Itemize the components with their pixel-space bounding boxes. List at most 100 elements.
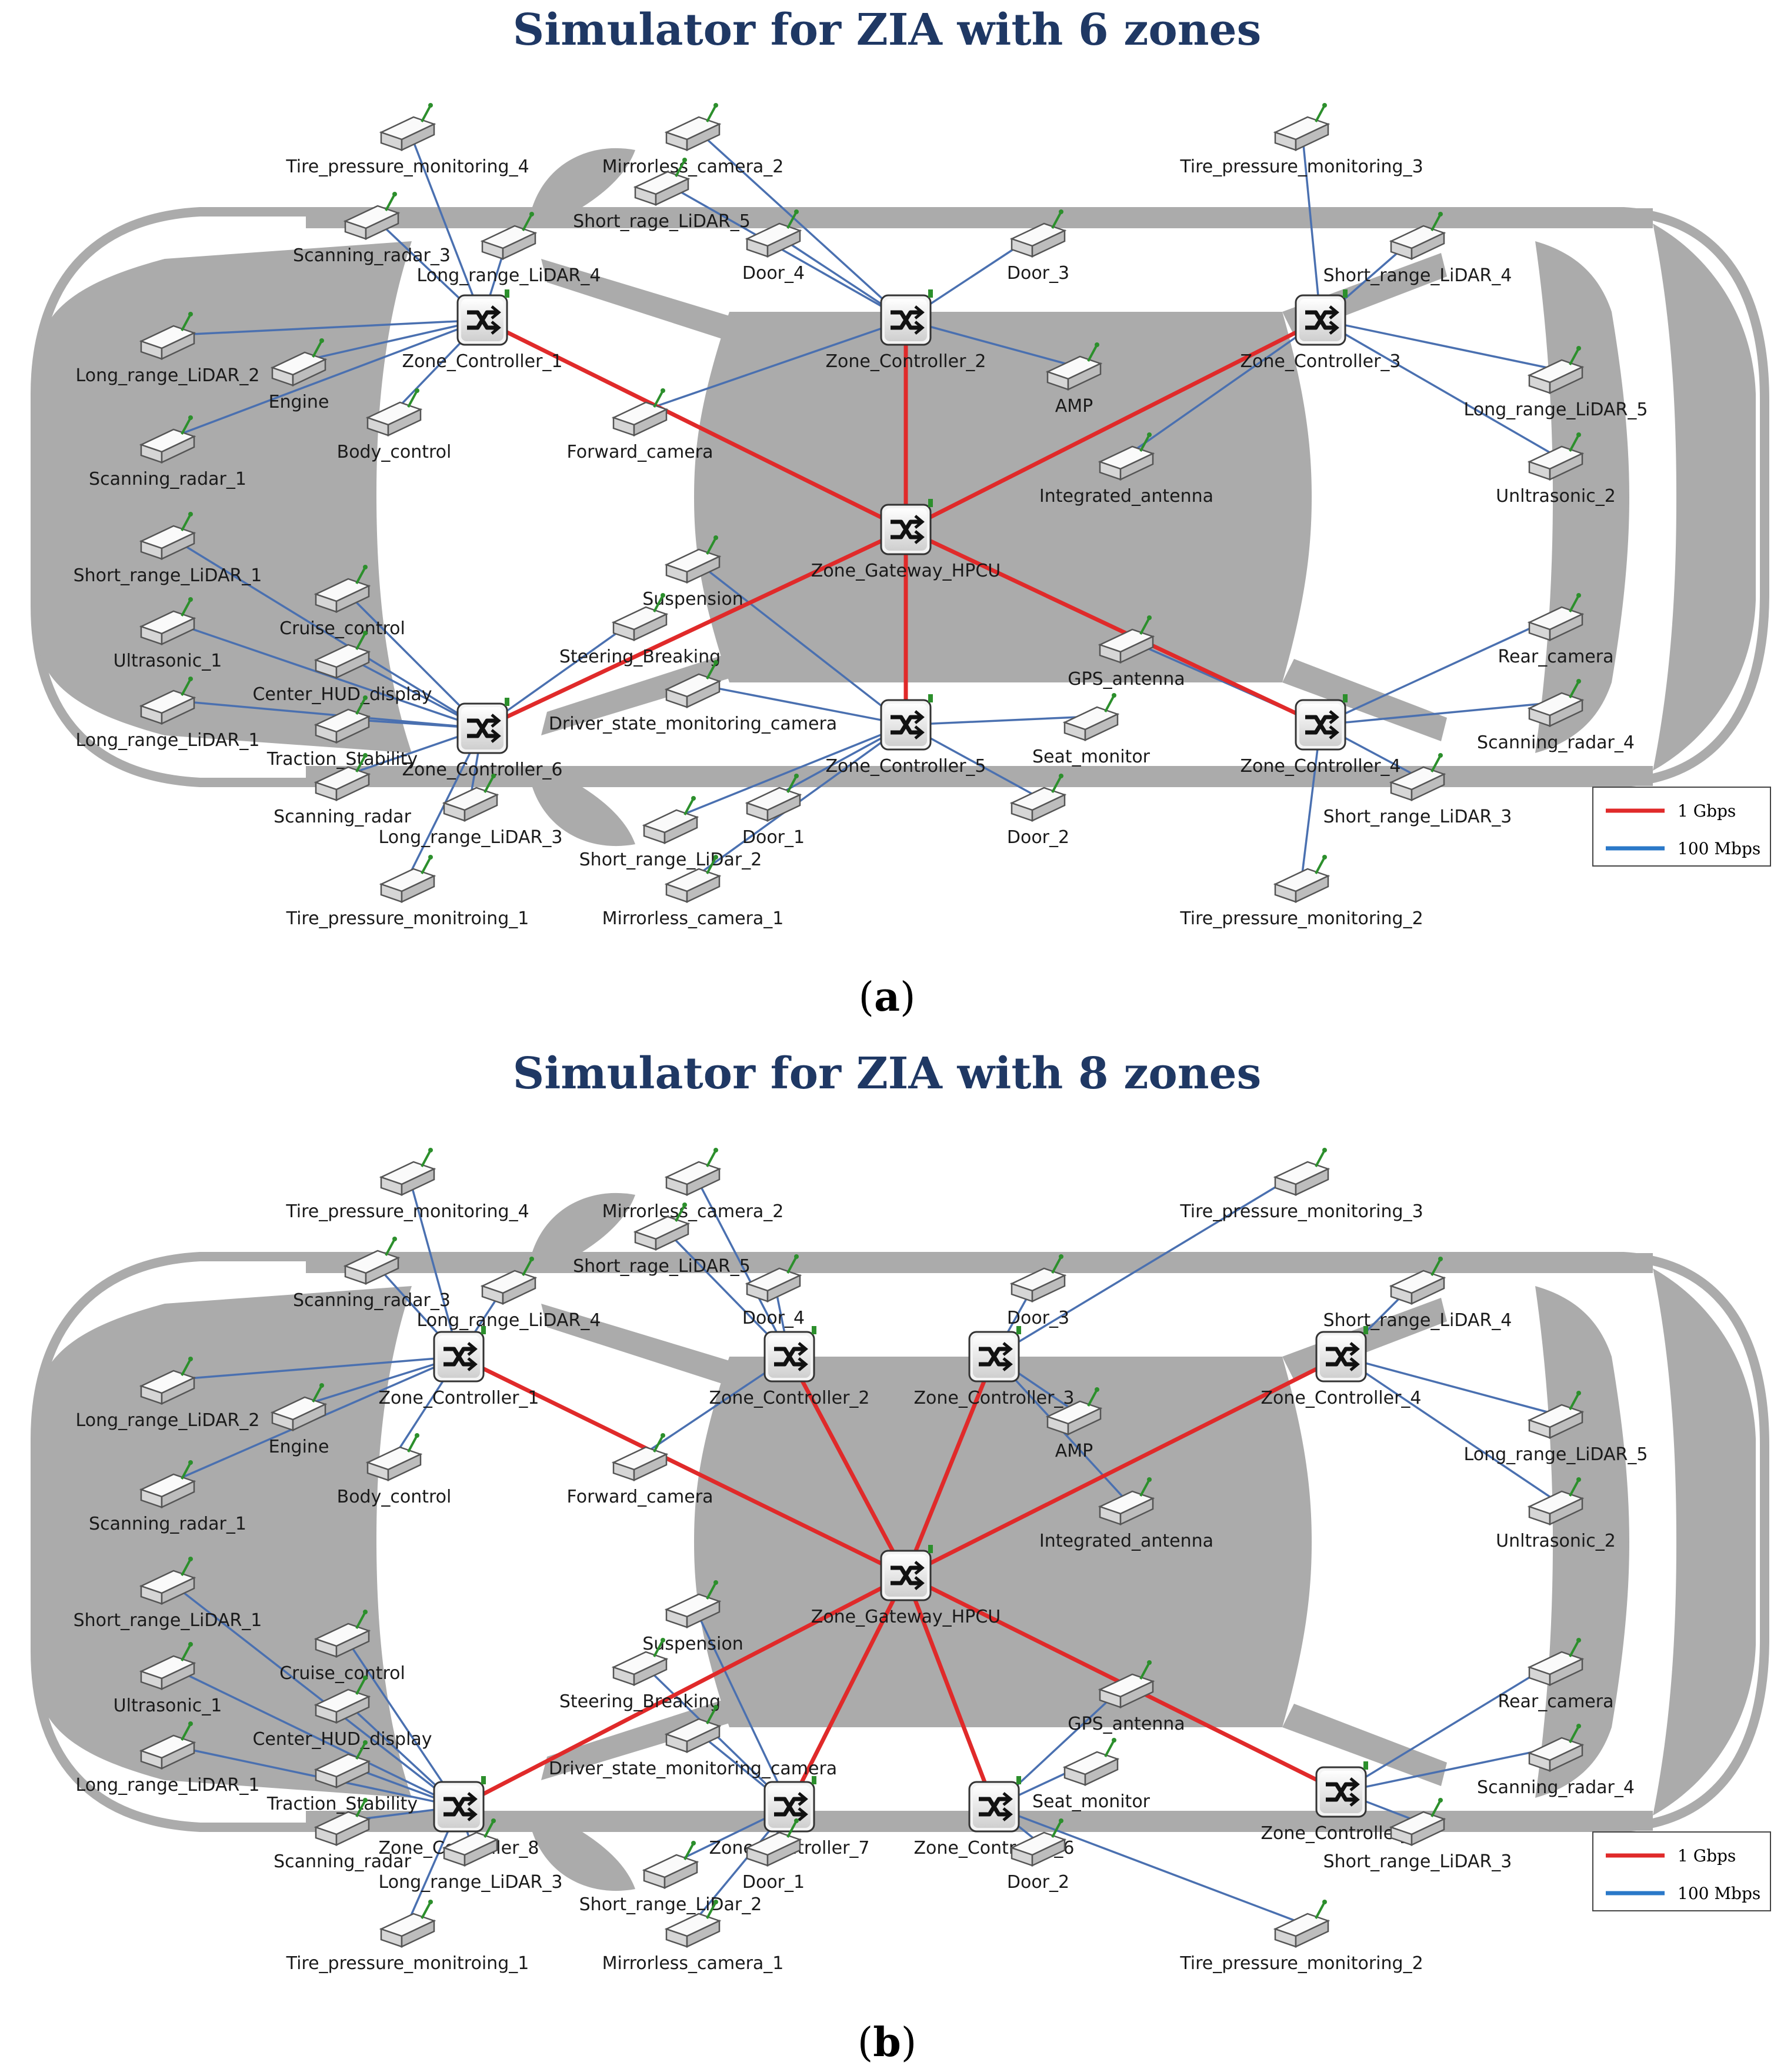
device-node-sr[interactable]: Scanning_radar — [274, 1798, 412, 1872]
device-node-tpm4[interactable]: Tire_pressure_monitoring_4 — [285, 103, 529, 177]
device-node-d1[interactable]: Door_1 — [742, 1818, 805, 1893]
device-node-sr1[interactable]: Scanning_radar_1 — [89, 415, 246, 489]
device-node-lrl5[interactable]: Long_range_LiDAR_5 — [1464, 346, 1648, 420]
device-node-cc[interactable]: Cruise_control — [279, 565, 405, 639]
switch-node-zc4[interactable]: Zone_Controller_4 — [1261, 1326, 1422, 1408]
node-label: Zone_Gateway_HPCU — [811, 561, 1001, 581]
device-node-susp[interactable]: Suspension — [642, 1580, 743, 1654]
switch-node-zc3[interactable]: Zone_Controller_3 — [1240, 289, 1401, 372]
device-node-lrl1[interactable]: Long_range_LiDAR_1 — [76, 1721, 260, 1795]
device-node-lrl4[interactable]: Long_range_LiDAR_4 — [417, 1257, 601, 1331]
device-node-mc2[interactable]: Mirrorless_camera_2 — [602, 103, 784, 177]
device-node-lrl2[interactable]: Long_range_LiDAR_2 — [76, 1357, 260, 1431]
switch-node-zc5[interactable]: Zone_Controller_5 — [825, 694, 986, 777]
device-node-gps[interactable]: GPS_antenna — [1068, 1660, 1185, 1734]
switch-node-zc8[interactable]: Zone_Controller_8 — [378, 1776, 539, 1858]
device-node-gps[interactable]: GPS_antenna — [1068, 615, 1185, 689]
device-node-d4[interactable]: Door_4 — [742, 1254, 805, 1328]
device-node-ts[interactable]: Traction_Stability — [266, 1740, 418, 1814]
device-node-sr4[interactable]: Scanning_radar_4 — [1477, 1724, 1635, 1798]
device-node-fc[interactable]: Forward_camera — [567, 388, 713, 462]
device-node-tpm3[interactable]: Tire_pressure_monitoring_3 — [1179, 1148, 1423, 1222]
device-node-us1[interactable]: Ultrasonic_1 — [114, 1642, 222, 1716]
switch-node-zc2[interactable]: Zone_Controller_2 — [709, 1326, 870, 1408]
device-node-us1[interactable]: Ultrasonic_1 — [114, 597, 222, 671]
device-node-us2[interactable]: Unltrasonic_2 — [1496, 432, 1616, 507]
device-node-stb[interactable]: Steering_Breaking — [559, 1638, 721, 1712]
device-node-hud[interactable]: Center_HUD_display — [252, 1675, 432, 1750]
device-node-srl4[interactable]: Short_range_LiDAR_4 — [1323, 212, 1512, 286]
device-node-mc1[interactable]: Mirrorless_camera_1 — [602, 855, 784, 929]
device-node-amp[interactable]: AMP — [1045, 1387, 1103, 1461]
node-label: Scanning_radar — [274, 1851, 411, 1872]
node-label: Short_range_LiDAR_4 — [1323, 265, 1512, 286]
device-node-d3[interactable]: Door_3 — [1007, 209, 1069, 284]
device-node-lrl3[interactable]: Long_range_LiDAR_3 — [379, 1818, 563, 1893]
device-node-lrl5[interactable]: Long_range_LiDAR_5 — [1464, 1391, 1648, 1465]
device-node-srl3[interactable]: Short_range_LiDAR_3 — [1323, 753, 1512, 827]
switch-node-zc3[interactable]: Zone_Controller_3 — [913, 1326, 1075, 1408]
node-label: Long_range_LiDAR_1 — [76, 730, 260, 751]
switch-node-zc2[interactable]: Zone_Controller_2 — [825, 289, 986, 372]
device-node-rc[interactable]: Rear_camera — [1498, 593, 1614, 667]
device-node-d2[interactable]: Door_2 — [1007, 1818, 1069, 1893]
device-node-mc2[interactable]: Mirrorless_camera_2 — [602, 1148, 784, 1222]
device-node-srl1[interactable]: Short_range_LiDAR_1 — [74, 512, 262, 586]
device-node-bc[interactable]: Body_control — [337, 1433, 452, 1507]
device-node-dsm[interactable]: Driver_state_monitoring_camera — [549, 660, 837, 734]
device-node-stb[interactable]: Steering_Breaking — [559, 593, 721, 667]
switch-node-zc1[interactable]: Zone_Controller_1 — [402, 289, 563, 372]
node-label: Door_1 — [742, 827, 805, 848]
device-node-ia[interactable]: Integrated_antenna — [1039, 1477, 1213, 1551]
device-node-lrl4[interactable]: Long_range_LiDAR_4 — [417, 212, 601, 286]
device-node-eng[interactable]: Engine — [269, 338, 329, 412]
device-node-srl3[interactable]: Short_range_LiDAR_3 — [1323, 1798, 1512, 1872]
switch-node-zc1[interactable]: Zone_Controller_1 — [378, 1326, 539, 1408]
node-label: Forward_camera — [567, 442, 713, 462]
device-node-sr4[interactable]: Scanning_radar_4 — [1477, 679, 1635, 753]
device-node-cc[interactable]: Cruise_control — [279, 1610, 405, 1684]
device-node-lrl3[interactable]: Long_range_LiDAR_3 — [379, 774, 563, 848]
switch-node-zc6[interactable]: Zone_Controller_6 — [402, 698, 563, 780]
device-node-d3[interactable]: Door_3 — [1007, 1254, 1069, 1328]
device-node-sm[interactable]: Seat_monitor — [1032, 693, 1151, 767]
switch-node-hpcu[interactable]: Zone_Gateway_HPCU — [811, 1545, 1001, 1627]
node-label: Rear_camera — [1498, 1691, 1614, 1712]
device-node-sr1[interactable]: Scanning_radar_1 — [89, 1460, 246, 1534]
device-node-srl5[interactable]: Short_rage_LiDAR_5 — [573, 1202, 751, 1277]
device-node-dsm[interactable]: Driver_state_monitoring_camera — [549, 1705, 837, 1779]
device-node-tpm1[interactable]: Tire_pressure_monitroing_1 — [286, 855, 529, 929]
switch-node-zc4[interactable]: Zone_Controller_4 — [1240, 694, 1401, 777]
device-node-srl4[interactable]: Short_range_LiDAR_4 — [1323, 1257, 1512, 1331]
device-node-srl2[interactable]: Short_range_LiDar_2 — [579, 1841, 762, 1915]
device-node-srl2[interactable]: Short_range_LiDar_2 — [579, 796, 762, 870]
device-node-amp[interactable]: AMP — [1045, 342, 1103, 417]
device-node-lrl1[interactable]: Long_range_LiDAR_1 — [76, 677, 260, 751]
device-node-hud[interactable]: Center_HUD_display — [252, 631, 432, 705]
device-node-tpm4[interactable]: Tire_pressure_monitoring_4 — [285, 1148, 529, 1222]
device-node-d2[interactable]: Door_2 — [1007, 774, 1069, 848]
device-node-rc[interactable]: Rear_camera — [1498, 1638, 1614, 1712]
device-node-sm[interactable]: Seat_monitor — [1032, 1738, 1151, 1812]
device-node-tpm2[interactable]: Tire_pressure_monitoring_2 — [1179, 1900, 1423, 1974]
device-node-bc[interactable]: Body_control — [337, 388, 452, 462]
device-node-lrl2[interactable]: Long_range_LiDAR_2 — [76, 312, 260, 386]
device-node-ts[interactable]: Traction_Stability — [266, 695, 418, 769]
device-node-srl1[interactable]: Short_range_LiDAR_1 — [74, 1557, 262, 1631]
device-node-sr3[interactable]: Scanning_radar_3 — [293, 1237, 451, 1311]
device-node-mc1[interactable]: Mirrorless_camera_1 — [602, 1900, 784, 1974]
device-node-us2[interactable]: Unltrasonic_2 — [1496, 1477, 1616, 1551]
device-node-fc[interactable]: Forward_camera — [567, 1433, 713, 1507]
device-node-eng[interactable]: Engine — [269, 1383, 329, 1457]
device-node-tpm3[interactable]: Tire_pressure_monitoring_3 — [1179, 103, 1423, 177]
device-node-sr[interactable]: Scanning_radar — [274, 753, 412, 827]
device-node-d1[interactable]: Door_1 — [742, 774, 805, 848]
device-node-tpm1[interactable]: Tire_pressure_monitroing_1 — [286, 1900, 529, 1974]
device-node-susp[interactable]: Suspension — [642, 535, 743, 609]
device-node-srl5[interactable]: Short_rage_LiDAR_5 — [573, 158, 751, 232]
device-node-ia[interactable]: Integrated_antenna — [1039, 432, 1213, 507]
switch-node-hpcu[interactable]: Zone_Gateway_HPCU — [811, 499, 1001, 581]
device-node-sr3[interactable]: Scanning_radar_3 — [293, 192, 451, 266]
device-node-d4[interactable]: Door_4 — [742, 209, 805, 284]
device-node-tpm2[interactable]: Tire_pressure_monitoring_2 — [1179, 855, 1423, 929]
